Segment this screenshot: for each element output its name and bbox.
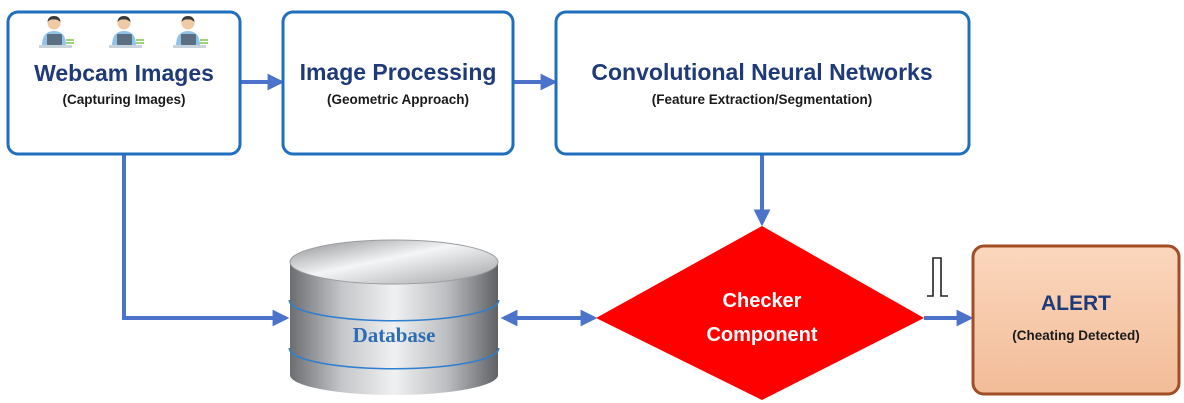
cnn-title: Convolutional Neural Networks [591, 59, 932, 85]
checker-diamond [596, 226, 924, 400]
connectors [122, 73, 974, 327]
pulse-signal-icon [927, 257, 948, 297]
image-processing-node: Image Processing (Geometric Approach) [281, 10, 515, 156]
webcam-images-title: Webcam Images [34, 60, 214, 86]
arrow-webcam-to-database [122, 155, 290, 327]
person-at-laptop-icon [39, 16, 74, 48]
database-label: Database [353, 323, 436, 347]
cnn-subtitle: (Feature Extraction/Segmentation) [652, 92, 873, 107]
image-processing-title: Image Processing [300, 59, 497, 85]
image-processing-box [281, 10, 515, 156]
cnn-box [554, 10, 971, 156]
database-cylinder-icon: Database [288, 239, 500, 395]
webcam-images-node: Webcam Images (Capturing Images) [6, 10, 242, 156]
alert-node: ALERT (Cheating Detected) [971, 244, 1181, 396]
alert-subtitle: (Cheating Detected) [1012, 328, 1140, 343]
image-processing-subtitle: (Geometric Approach) [327, 92, 469, 107]
alert-box [971, 244, 1181, 396]
checker-label-line2: Component [706, 324, 817, 346]
cnn-node: Convolutional Neural Networks (Feature E… [554, 10, 971, 156]
checker-component-node: Checker Component [596, 226, 924, 400]
checker-label-line1: Checker [723, 290, 802, 312]
person-at-laptop-icon [173, 16, 208, 48]
webcam-images-subtitle: (Capturing Images) [62, 92, 185, 107]
alert-title: ALERT [1041, 292, 1111, 315]
person-at-laptop-icon [109, 16, 144, 48]
